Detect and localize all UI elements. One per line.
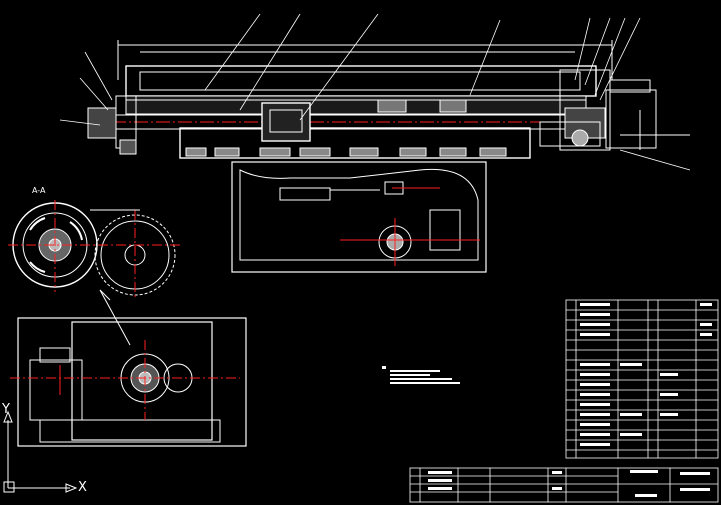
parts-list-text-blocks <box>580 303 712 446</box>
ucs-y-label: Y <box>2 402 10 417</box>
bottom-left-view <box>10 289 247 447</box>
top-leader-lines <box>59 13 691 171</box>
ucs-x-label: X <box>78 480 87 495</box>
ucs-icon <box>3 410 78 493</box>
title-block <box>409 467 719 503</box>
top-assembly-view <box>87 40 690 159</box>
title-block-text-blocks <box>428 470 710 497</box>
technical-notes <box>382 366 460 384</box>
section-label: A-A <box>32 186 46 195</box>
section-view <box>231 161 487 273</box>
parts-list-table <box>565 299 719 459</box>
gear-view <box>8 200 180 301</box>
